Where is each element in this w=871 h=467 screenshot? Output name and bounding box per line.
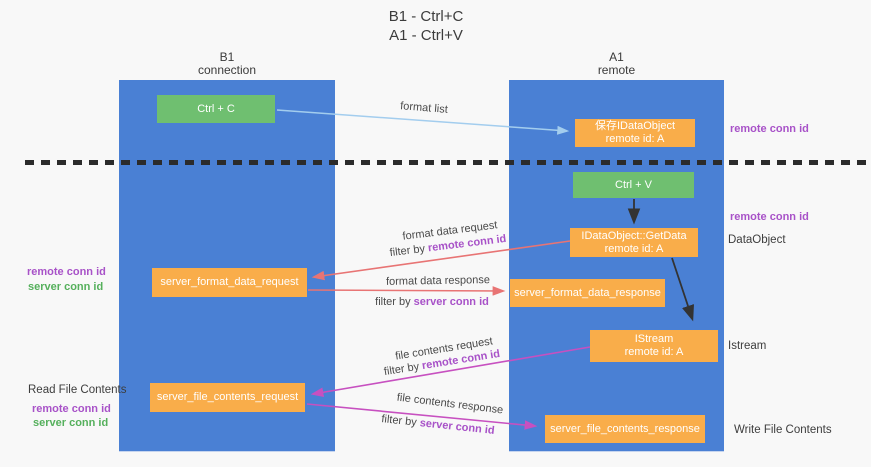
save-idataobject-line2: remote id: A (605, 133, 665, 145)
right-column-title: A1 (609, 50, 624, 64)
server-format-data-response-label: server_format_data_response (514, 286, 661, 299)
left-column-title: B1 (219, 50, 235, 64)
remote-conn-id-label-left-bottom: remote conn id (32, 403, 111, 415)
server-file-contents-response-node: server_file_contents_response (545, 415, 705, 443)
filter-by-value: server conn id (419, 417, 496, 437)
save-idataobject-line1: 保存IDataObject (594, 120, 676, 132)
left-column-header: B1 connection (119, 51, 335, 77)
format-list-label: format list (399, 100, 449, 116)
server-file-contents-response-label: server_file_contents_response (550, 422, 700, 435)
format-data-response-label: format data response (385, 274, 491, 288)
filter-by-prefix: filter by (383, 360, 424, 379)
save-idataobject-node: 保存IDataObject remote id: A (575, 119, 695, 147)
istream-node: IStream remote id: A (590, 330, 718, 362)
dataobject-label: DataObject (728, 234, 786, 246)
title-line-2: A1 - Ctrl+V (389, 27, 463, 44)
ctrl-v-label: Ctrl + V (615, 178, 652, 191)
filter-by-prefix: filter by (375, 296, 414, 308)
server-format-data-request-label: server_format_data_request (160, 276, 299, 288)
server-conn-id-label-left-bottom: server conn id (33, 417, 109, 429)
remote-conn-id-label-left-top: remote conn id (27, 266, 106, 278)
right-column-subtitle: remote (597, 63, 636, 77)
istream-side-label: Istream (728, 340, 767, 352)
file-contents-response-label: file contents response (396, 391, 504, 417)
server-file-contents-request-label: server_file_contents_request (156, 391, 299, 403)
server-format-data-response-node: server_format_data_response (510, 279, 665, 307)
format-data-response-arrow (307, 286, 506, 296)
filter-by-prefix: filter by (380, 413, 421, 430)
title-line-1: B1 - Ctrl+C (388, 8, 464, 25)
read-file-contents-label: Read File Contents (28, 384, 127, 396)
getdata-line1: IDataObject::GetData (581, 229, 687, 242)
server-conn-id-label-left-top: server conn id (28, 281, 104, 293)
server-file-contents-request-node: server_file_contents_request (150, 383, 305, 412)
filter-by-prefix: filter by (389, 242, 429, 260)
remote-conn-id-label-right-top: remote conn id (730, 123, 809, 135)
write-file-contents-label: Write File Contents (734, 424, 832, 436)
idataobject-getdata-node: IDataObject::GetData remote id: A (570, 228, 698, 257)
right-column-header: A1 remote (509, 51, 724, 77)
phase-separator-dashed-line (25, 160, 871, 165)
left-column-subtitle: connection (197, 63, 257, 77)
ctrl-c-label: Ctrl + C (197, 102, 235, 115)
format-data-response-filter-label: filter by server conn id (375, 296, 489, 308)
remote-conn-id-label-right-mid: remote conn id (730, 211, 809, 223)
filter-by-value: server conn id (413, 296, 489, 308)
file-contents-response-filter-label: filter by server conn id (381, 413, 495, 437)
diagram-title: B1 - Ctrl+C A1 - Ctrl+V (351, 7, 501, 45)
istream-line2: remote id: A (624, 346, 684, 358)
ctrl-v-node: Ctrl + V (573, 172, 694, 198)
getdata-line2: remote id: A (604, 242, 664, 255)
server-format-data-request-node: server_format_data_request (152, 268, 307, 297)
istream-line1: IStream (634, 333, 674, 345)
ctrl-c-node: Ctrl + C (157, 95, 275, 123)
